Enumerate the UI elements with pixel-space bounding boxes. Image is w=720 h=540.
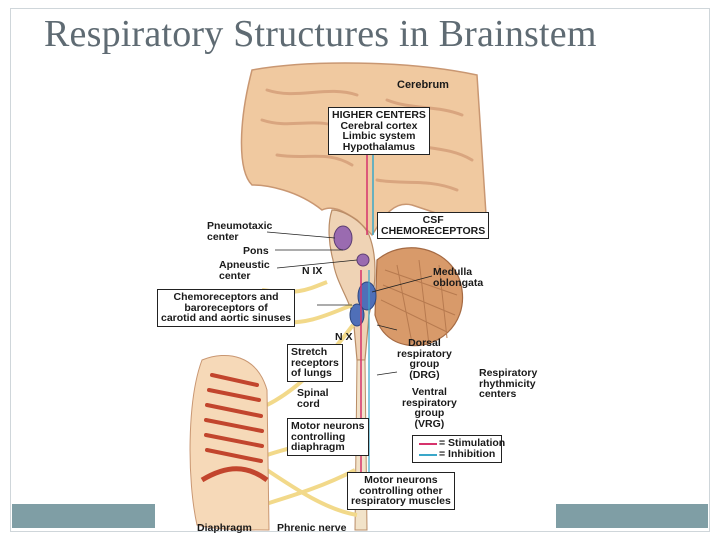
cerebellum-shape bbox=[374, 247, 464, 347]
cerebellum-folds bbox=[380, 259, 458, 346]
label-chemoreceptors: Chemoreceptors and baroreceptors of caro… bbox=[157, 289, 296, 327]
label-cerebrum: Cerebrum bbox=[397, 79, 449, 91]
label-pneumotaxic-center: Pneumotaxic center bbox=[207, 220, 273, 243]
rib-muscles bbox=[204, 373, 264, 463]
label-csf-chemoreceptors: CSF CHEMORECEPTORS bbox=[377, 212, 490, 239]
vrg-shape bbox=[349, 303, 365, 327]
torso-shape bbox=[189, 354, 270, 531]
label-motor-neurons-diaphragm: Motor neurons controlling diaphragm bbox=[287, 418, 369, 456]
label-medulla-oblongata: Medulla oblongata bbox=[433, 266, 484, 289]
respiratory-diagram: Cerebrum HIGHER CENTERS Cerebral cortex … bbox=[157, 60, 537, 540]
label-respiratory-rhythmicity-centers: Respiratory rhythmicity centers bbox=[479, 367, 538, 400]
legend-stimulation-label: = Stimulation bbox=[439, 437, 506, 449]
label-ventral-respiratory-group: Ventral respiratory group (VRG) bbox=[402, 386, 457, 430]
legend: = Stimulation = Inhibition bbox=[412, 435, 506, 463]
label-spinal-cord: Spinal cord bbox=[297, 387, 329, 410]
legend-stimulation-swatch bbox=[419, 443, 437, 445]
label-phrenic-nerve: Phrenic nerve bbox=[277, 522, 347, 534]
footer-bar-right bbox=[556, 504, 708, 528]
label-higher-centers: HIGHER CENTERS Cerebral cortex Limbic sy… bbox=[328, 107, 430, 155]
pneumotaxic-center-shape bbox=[333, 225, 353, 251]
slide-frame bbox=[10, 8, 710, 532]
apneustic-center-shape bbox=[356, 253, 370, 267]
crossing-path bbox=[265, 468, 358, 517]
slide-title: Respiratory Structures in Brainstem bbox=[44, 13, 597, 55]
label-n-x: N X bbox=[335, 331, 353, 343]
drg-shape bbox=[357, 281, 377, 311]
footer-bar-left bbox=[12, 504, 155, 528]
diagram-illustration bbox=[189, 62, 488, 531]
label-stretch-receptors: Stretch receptors of lungs bbox=[287, 344, 343, 382]
diaphragm-shape bbox=[200, 466, 269, 483]
label-diaphragm: Diaphragm bbox=[197, 522, 252, 534]
label-pons: Pons bbox=[243, 245, 269, 257]
legend-inhibition-swatch bbox=[419, 454, 437, 456]
label-n-ix: N IX bbox=[302, 265, 323, 277]
label-apneustic-center: Apneustic center bbox=[219, 259, 270, 282]
label-dorsal-respiratory-group: Dorsal respiratory group (DRG) bbox=[397, 337, 452, 381]
label-motor-neurons-other: Motor neurons controlling other respirat… bbox=[347, 472, 455, 510]
legend-inhibition-label: = Inhibition bbox=[439, 448, 496, 460]
